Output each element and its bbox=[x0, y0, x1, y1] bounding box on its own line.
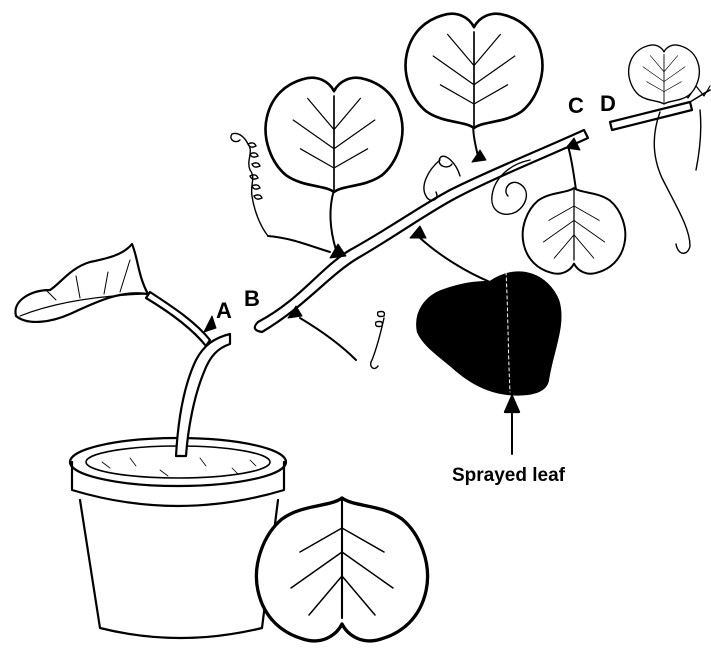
cut-label-b: B bbox=[244, 288, 260, 310]
wilted-leaf bbox=[15, 244, 148, 322]
leaf-top-center bbox=[266, 78, 403, 192]
leaf-top-right bbox=[406, 14, 543, 128]
sprayed-leaf-label: Sprayed leaf bbox=[452, 466, 565, 485]
leaf-bottom-center bbox=[256, 498, 427, 641]
cut-label-c: C bbox=[568, 95, 584, 117]
leaf-right bbox=[523, 188, 626, 274]
flower-pot bbox=[70, 438, 286, 638]
cut-label-d: D bbox=[600, 93, 616, 115]
arrow-to-sprayed-leaf bbox=[505, 396, 519, 454]
cut-label-a: A bbox=[216, 300, 232, 322]
sprayed-leaf bbox=[417, 272, 560, 394]
leaf-far-right bbox=[629, 45, 700, 104]
